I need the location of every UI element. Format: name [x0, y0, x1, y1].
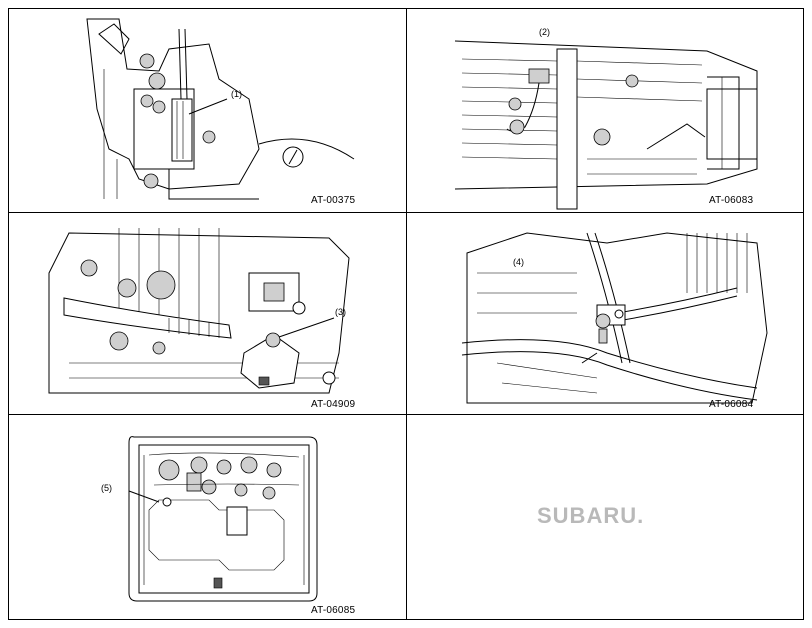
grid-divider-vertical: [406, 9, 407, 619]
panel-5-illustration: [128, 436, 318, 602]
panel-3-illustration: [48, 228, 350, 394]
subaru-logo: SUBARU.: [537, 503, 645, 528]
panel-5: (5) AT-06085: [9, 415, 406, 619]
panel-1-illustration: [86, 18, 355, 200]
panel-1-figure-code: AT-00375: [311, 195, 356, 206]
panel-4-illustration: [461, 232, 768, 404]
grid-divider-row-1: [9, 212, 803, 213]
panel-2: (2) AT-06083: [407, 9, 803, 212]
panel-5-callout: (5): [101, 483, 112, 493]
panel-3-callout: (3): [335, 307, 346, 317]
panel-1: (1) AT-00375: [9, 9, 406, 212]
panel-4: (4) AT-06084: [407, 213, 803, 414]
grid-divider-row-2: [9, 414, 803, 415]
panel-1-callout: (1): [231, 89, 242, 99]
panel-6: SUBARU.: [407, 415, 803, 619]
panel-2-illustration: [454, 40, 758, 210]
panel-2-figure-code: AT-06083: [709, 195, 754, 206]
figure-grid: (1) AT-00375 (2) AT-06083: [8, 8, 804, 620]
panel-5-figure-code: AT-06085: [311, 605, 356, 616]
panel-3: (3) AT-04909: [9, 213, 406, 414]
panel-4-figure-code: AT-06084: [709, 399, 754, 410]
panel-3-figure-code: AT-04909: [311, 399, 356, 410]
panel-2-callout: (2): [539, 27, 550, 37]
panel-4-callout: (4): [513, 257, 524, 267]
